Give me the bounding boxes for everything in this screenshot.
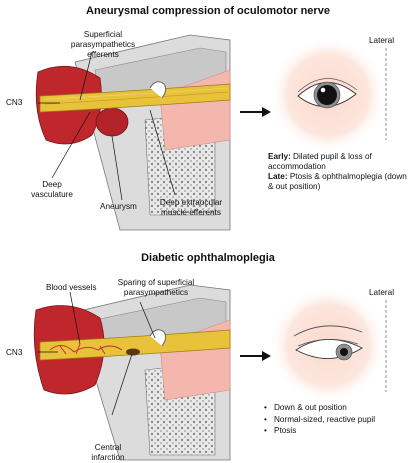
oculomotor-nerve-2 (39, 329, 231, 361)
panel2-bullets: Down & out position Normal-sized, reacti… (264, 402, 414, 437)
arrow-right-icon-2 (240, 351, 271, 361)
panel1-pointers (38, 51, 176, 201)
label-sparing-superficial: Sparing of superficial parasympathetics (117, 278, 195, 297)
vasa-nervorum (49, 343, 123, 355)
bullet-item: Ptosis (264, 425, 414, 437)
late-line: Late: Ptosis & ophthalmoplegia (down & o… (268, 172, 410, 192)
label-superficial-parasympathetics: Superficial parasympathetics efferents (70, 30, 136, 59)
nerve-fibers-2 (44, 87, 229, 100)
nerve-fibers (44, 91, 229, 105)
label-lateral-1: Lateral (369, 36, 395, 45)
label-cn3-2: CN3 (6, 348, 23, 357)
bullet-item: Normal-sized, reactive pupil (264, 414, 414, 426)
late-heading: Late: (268, 172, 288, 181)
panel1-description: Early: Dilated pupil & loss of accommoda… (268, 152, 410, 192)
label-central-infarction: Central infarction (91, 443, 125, 462)
bullet-item: Down & out position (264, 402, 414, 414)
label-cn3: CN3 (6, 98, 23, 107)
label-blood-vessels: Blood vessels (46, 283, 97, 292)
label-aneurysm: Aneurysm (100, 202, 137, 211)
anterior-clinoid (149, 81, 167, 99)
early-line: Early: Dilated pupil & loss of accommoda… (268, 152, 410, 172)
panel2-title: Diabetic ophthalmoplegia (141, 252, 275, 264)
late-text: Ptosis & ophthalmoplegia (down & out pos… (268, 172, 407, 191)
panel1-title: Aneurysmal compression of oculomotor ner… (86, 5, 330, 17)
anterior-clinoid-2 (149, 329, 167, 347)
label-deep-vasculature: Deep vasculature (31, 180, 73, 199)
arrow-right-icon (240, 107, 271, 117)
eye-down-and-out (293, 325, 363, 361)
early-text: Dilated pupil & loss of accommodation (268, 152, 372, 171)
eye-dilated-pupil (297, 78, 358, 109)
label-deep-extraocular-efferents: Deep extraocular muscle efferents (159, 198, 223, 217)
label-lateral-2: Lateral (369, 288, 395, 297)
panel2-pointers (38, 291, 156, 416)
central-infarct (126, 348, 140, 356)
early-heading: Early: (268, 152, 291, 161)
